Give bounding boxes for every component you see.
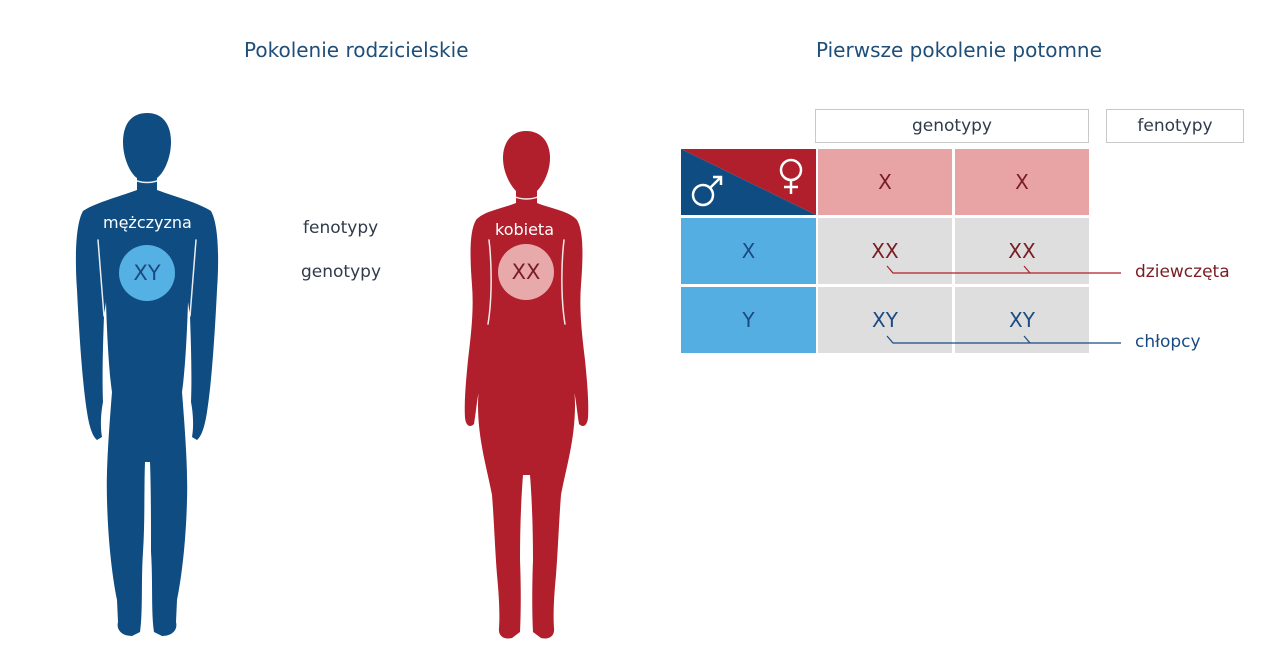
male-genotype-circle: XY [119,245,175,301]
female-genotype-circle: XX [498,244,554,300]
phenotype-row-label: fenotypy [303,218,379,238]
offspring-generation-title: Pierwsze pokolenie potomne [816,38,1102,62]
female-phenotype-label: kobieta [495,220,555,239]
female-gamete-2: X [955,149,1089,215]
result-cell-2-1: XY [818,287,952,353]
phenotypes-header: fenotypy [1106,109,1244,143]
male-symbol-icon [691,175,723,207]
girls-phenotype-label: dziewczęta [1135,262,1230,282]
female-gamete-1: X [818,149,952,215]
boys-phenotype-label: chłopcy [1135,332,1201,352]
genotype-row-label: genotypy [301,262,382,282]
corner-sex-symbols-cell [681,149,816,215]
genotypes-header: genotypy [815,109,1089,143]
female-symbol-icon [779,158,803,194]
male-phenotype-label: mężczyzna [103,213,192,232]
male-gamete-1: X [681,218,816,284]
male-gamete-2: Y [681,287,816,353]
result-cell-2-2: XY [955,287,1089,353]
parental-generation-title: Pokolenie rodzicielskie [244,38,469,62]
